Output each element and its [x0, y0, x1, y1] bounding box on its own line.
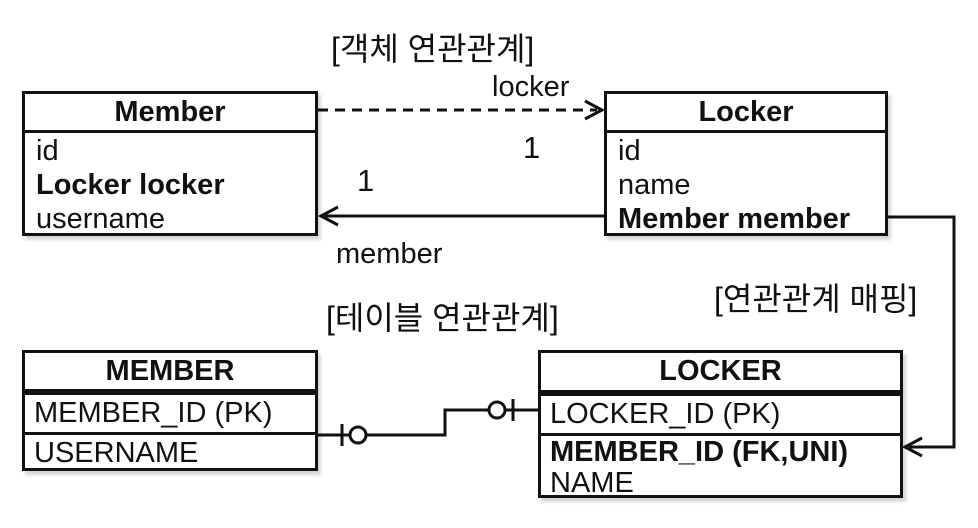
locker-table-lower-cell: MEMBER_ID (FK,UNI) NAME [541, 433, 900, 499]
mapping-arrowhead-icon [901, 436, 923, 458]
member-field-username: username [36, 203, 165, 235]
member-table-column-member-id: MEMBER_ID (PK) [25, 392, 315, 432]
locker-field-member: Member member [618, 203, 851, 235]
object-association-title: [객체 연관관계] [331, 31, 535, 67]
dashed-arrowhead-icon [584, 99, 606, 121]
locker-table: LOCKER LOCKER_ID (PK) MEMBER_ID (FK,UNI)… [538, 350, 903, 499]
member-class-fields: id Locker locker username [25, 133, 315, 236]
member-class-title: Member [25, 94, 315, 133]
locker-class-title: Locker [607, 94, 885, 133]
member-table-title: MEMBER [25, 353, 315, 392]
member-table-column-username: USERNAME [25, 432, 315, 472]
table-association-title: [테이블 연관관계] [326, 300, 559, 336]
dashed-arrow-label: locker [492, 71, 570, 103]
member-field-locker: Locker locker [36, 169, 225, 201]
solid-arrow-label: member [336, 238, 443, 270]
locker-table-column-locker-id: LOCKER_ID (PK) [541, 393, 900, 433]
locker-table-column-name: NAME [550, 467, 634, 499]
solid-arrow-multiplicity: 1 [357, 163, 375, 198]
locker-class-fields: id name Member member [607, 133, 885, 236]
mapping-title: [연관관계 매핑] [714, 281, 918, 317]
member-class-box: Member id Locker locker username [22, 91, 318, 236]
member-table: MEMBER MEMBER_ID (PK) USERNAME [22, 350, 318, 471]
member-field-id: id [36, 135, 59, 167]
member-side-zero-circle-icon [348, 425, 368, 445]
locker-side-zero-circle-icon [487, 400, 507, 420]
locker-field-id: id [618, 135, 641, 167]
solid-arrowhead-icon [317, 205, 339, 227]
dashed-arrow-multiplicity: 1 [523, 130, 541, 165]
locker-field-name: name [618, 169, 691, 201]
table-relation-line [318, 408, 538, 437]
locker-table-column-member-id: MEMBER_ID (FK,UNI) [550, 436, 849, 468]
locker-class-box: Locker id name Member member [604, 91, 888, 236]
locker-table-title: LOCKER [541, 353, 900, 393]
